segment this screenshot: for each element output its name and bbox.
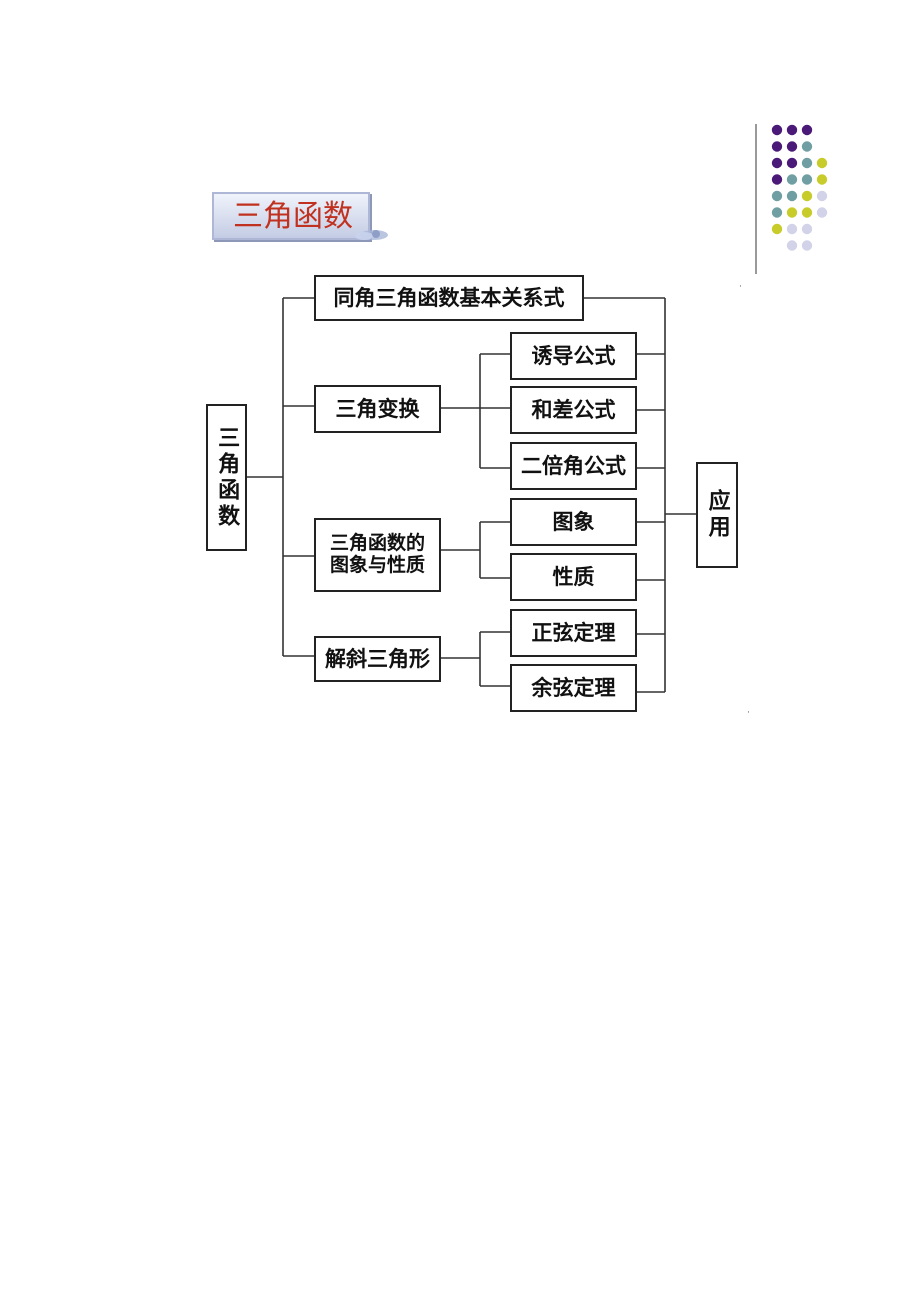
decorative-dot bbox=[786, 223, 798, 235]
diagram-title: 三角函数 bbox=[233, 199, 353, 234]
decorative-dot bbox=[786, 157, 798, 169]
graph-leaf-node-label: 图象 bbox=[552, 509, 595, 534]
properties-node-label: 性质 bbox=[552, 564, 595, 589]
sum-diff-node-label: 和差公式 bbox=[531, 397, 616, 422]
decorative-dot bbox=[801, 207, 813, 218]
page-mark-top: · bbox=[739, 282, 742, 292]
solve-node-box: 解斜三角形 bbox=[314, 636, 441, 682]
flower-decoration-icon bbox=[355, 230, 388, 240]
decorative-dot bbox=[801, 124, 813, 136]
decorative-divider-line bbox=[755, 124, 757, 274]
decorative-dot bbox=[786, 124, 798, 136]
decorative-dot bbox=[771, 223, 783, 235]
graph-node-label-line1: 三角函数的 bbox=[329, 532, 425, 555]
graph-leaf-node-box: 图象 bbox=[510, 498, 637, 546]
root-node-label: 三角函数 bbox=[214, 425, 240, 530]
graph-node-box: 三角函数的 图象与性质 bbox=[314, 518, 441, 592]
decorative-dot bbox=[801, 174, 813, 185]
application-node-box: 应用 bbox=[696, 462, 738, 568]
decorative-dot bbox=[771, 207, 783, 218]
decorative-dot bbox=[801, 240, 813, 251]
decorative-dot bbox=[801, 223, 813, 235]
decorative-dot bbox=[786, 174, 798, 185]
transform-node-label: 三角变换 bbox=[335, 396, 420, 421]
sine-law-node-label: 正弦定理 bbox=[531, 620, 616, 645]
decorative-dot-grid bbox=[771, 124, 828, 251]
decorative-dot bbox=[771, 141, 783, 152]
decorative-dot bbox=[786, 141, 798, 152]
decorative-dot bbox=[816, 157, 828, 169]
decorative-dot bbox=[786, 190, 798, 202]
cosine-law-node-box: 余弦定理 bbox=[510, 664, 637, 712]
decorative-dot bbox=[786, 240, 798, 251]
double-angle-node-box: 二倍角公式 bbox=[510, 442, 637, 490]
decorative-dot bbox=[801, 157, 813, 169]
decorative-dot bbox=[801, 141, 813, 152]
application-node-label: 应用 bbox=[704, 489, 730, 541]
cosine-law-node-label: 余弦定理 bbox=[531, 675, 616, 700]
decorative-dot bbox=[771, 174, 783, 185]
decorative-dot bbox=[816, 207, 828, 218]
double-angle-node-label: 二倍角公式 bbox=[521, 453, 626, 478]
identity-node-label: 同角三角函数基本关系式 bbox=[333, 285, 565, 310]
decorative-dot bbox=[771, 190, 783, 202]
transform-node-box: 三角变换 bbox=[314, 385, 441, 433]
identity-node-box: 同角三角函数基本关系式 bbox=[314, 275, 584, 321]
title-badge: 三角函数 bbox=[212, 192, 370, 240]
solve-node-label: 解斜三角形 bbox=[325, 646, 430, 671]
sum-diff-node-box: 和差公式 bbox=[510, 386, 637, 434]
page-mark-bottom: · bbox=[747, 708, 750, 718]
decorative-dot bbox=[786, 207, 798, 218]
decorative-dot bbox=[771, 157, 783, 169]
connector-lines bbox=[246, 297, 697, 693]
decorative-dot bbox=[816, 174, 828, 185]
induction-node-box: 诱导公式 bbox=[510, 332, 637, 380]
properties-node-box: 性质 bbox=[510, 553, 637, 601]
decorative-dot bbox=[801, 190, 813, 202]
induction-node-label: 诱导公式 bbox=[531, 343, 616, 368]
root-node-box: 三角函数 bbox=[206, 404, 247, 551]
decorative-dot bbox=[816, 190, 828, 202]
graph-node-label-line2: 图象与性质 bbox=[329, 554, 425, 576]
sine-law-node-box: 正弦定理 bbox=[510, 609, 637, 657]
decorative-dot bbox=[771, 124, 783, 136]
